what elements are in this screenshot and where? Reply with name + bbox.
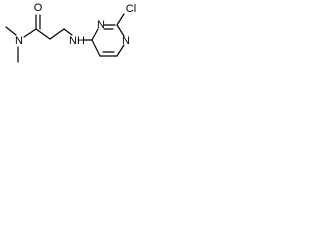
ring-nitrogen-top-label: N [97,19,105,31]
oxygen-label: O [34,2,43,14]
bond-methyl-top-n [5,26,17,36]
ring-nitrogen-bottom-label: N [122,35,130,47]
bond-c4-n3 [91,28,99,41]
bonds [5,13,125,63]
chlorine-label: Cl [126,3,136,15]
atom-labels: O N NH N N Cl [15,2,136,47]
amine-nh-label: NH [69,35,85,47]
structure-diagram: O N NH N N Cl [0,0,147,84]
bond-c5-c4 [91,39,101,57]
molecule-structure: O N NH N N Cl [5,2,136,63]
amide-nitrogen-label: N [15,35,23,47]
bond-n-carbonyl [23,28,37,38]
bond-c2-cl [116,13,125,26]
bond-carbonyl-ch2 [35,28,51,40]
bond-ch2-ch2 [49,28,65,40]
bond-n1-c6 [116,44,125,57]
bond-c2-n1 [116,24,125,37]
bond-ch2-nh [63,28,73,36]
